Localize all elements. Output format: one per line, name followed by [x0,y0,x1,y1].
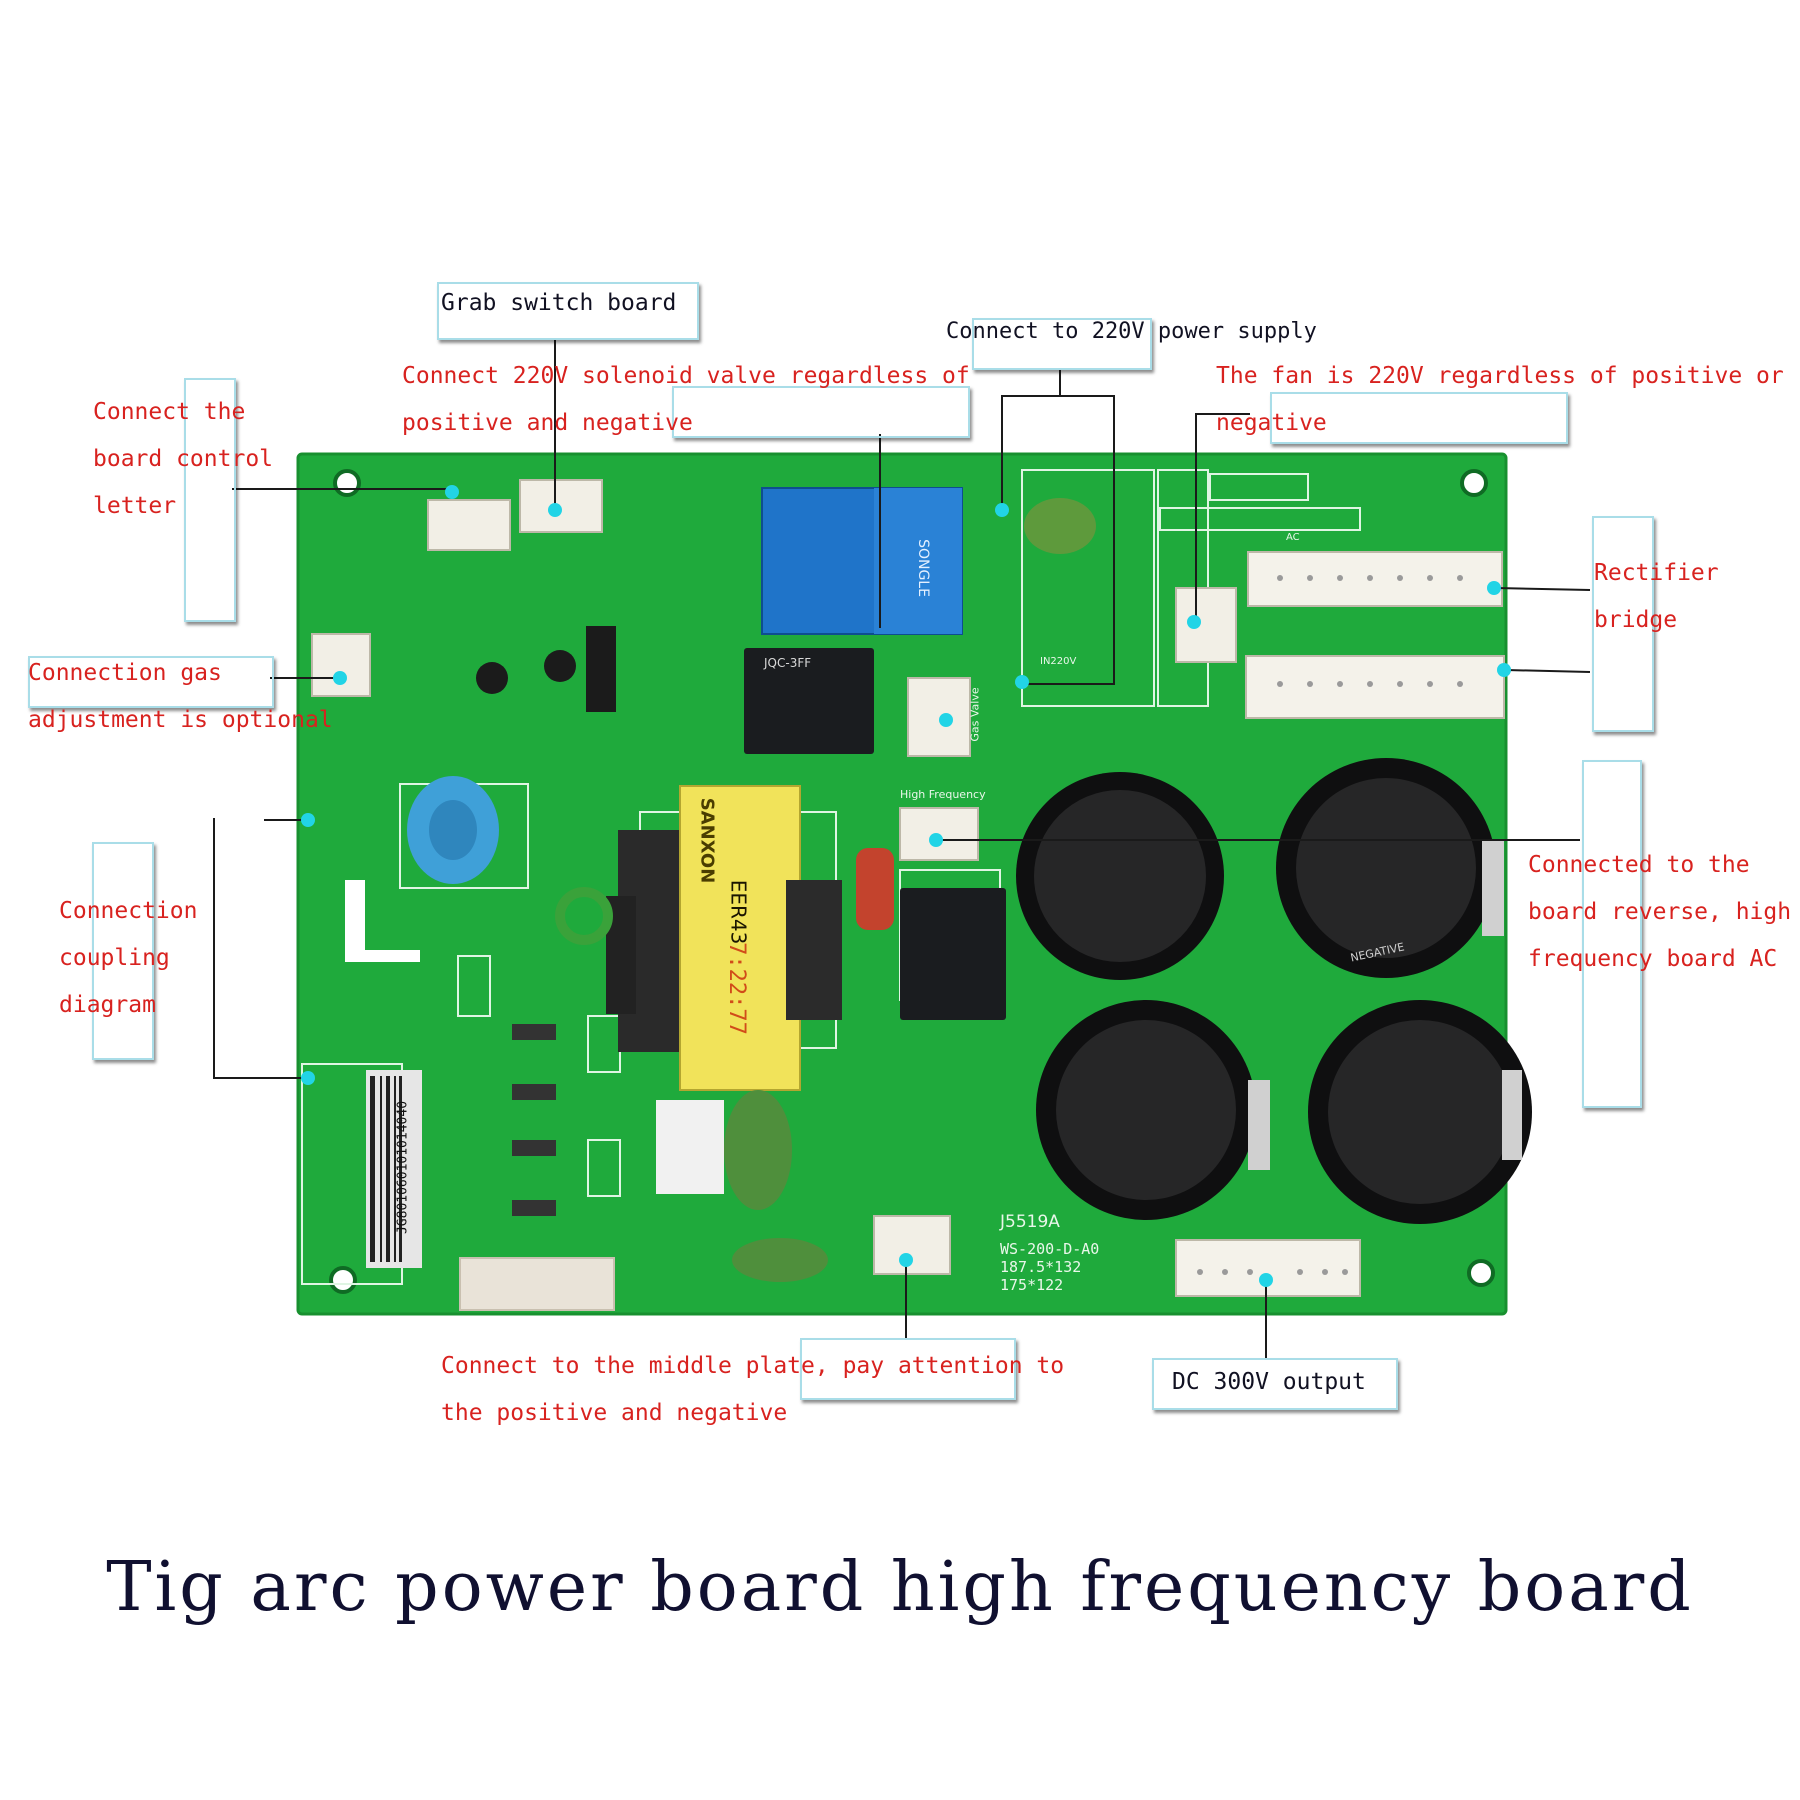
dot-middle [899,1253,913,1267]
board-model-text: J5519A [1000,1212,1060,1232]
callout-box-board-control [184,378,236,622]
callout-box-fan [1270,392,1568,444]
label-gas-line2: adjustment is optional [28,707,333,733]
label-rectifier-line2: bridge [1594,607,1678,633]
dot-dc-output [1259,1273,1273,1287]
label-fan-line2: negative [1216,410,1327,436]
dot-high-freq [929,833,943,847]
label-board-control-line2: board control [93,446,274,472]
transformer [606,785,842,1091]
board-spec-line2: 187.5*132 [1000,1258,1082,1276]
callout-box-gas [28,656,274,708]
label-power-supply: Connect to 220V power supply [946,319,1317,344]
connector-top-left [311,479,1237,1275]
label-solenoid-line1: Connect 220V solenoid valve regardless o… [402,363,970,389]
relay-k4 [744,648,874,754]
capacitors [1016,758,1532,1224]
dot-coupling-1 [301,813,315,827]
label-grab-switch: Grab switch board [441,290,677,316]
label-reverse-line1: Connected to the [1528,852,1750,878]
label-coupling-line1: Connection [59,898,198,924]
label-coupling-line3: diagram [59,992,156,1018]
callout-box-reverse [1582,760,1642,1108]
label-rectifier-line1: Rectifier [1594,560,1719,586]
label-coupling-line2: coupling [59,945,170,971]
relay-small-model: JQC-3FF [764,656,812,670]
label-board-control-line1: Connect the [93,399,246,425]
dot-grab-switch [548,503,562,517]
dot-solenoid [939,713,953,727]
label-middle-line2: the positive and negative [441,1400,788,1426]
callout-box-solenoid [672,386,970,438]
dot-power-2 [1015,675,1029,689]
high-frequency-label: High Frequency [900,788,986,801]
label-dc-output: DC 300V output [1172,1369,1366,1395]
dot-coupling-2 [301,1071,315,1085]
callout-box-power [972,318,1152,370]
label-solenoid-line2: positive and negative [402,410,693,436]
label-board-control-line3: letter [93,493,177,519]
board-spec-line1: WS-200-D-A0 [1000,1240,1100,1258]
callout-box-grab-switch [437,282,699,340]
dot-rect-2 [1497,663,1511,677]
label-reverse-line3: frequency board AC [1528,946,1778,972]
dot-power-1 [995,503,1009,517]
board-spec-line3: 175*122 [1000,1276,1064,1294]
callout-box-dc-output [1152,1358,1398,1410]
in220v-label: IN220V [1040,656,1077,667]
relay-k5 [900,888,1006,1020]
dot-rect-1 [1487,581,1501,595]
label-middle-line1: Connect to the middle plate, pay attenti… [441,1353,1065,1379]
dot-gas [333,671,347,685]
label-reverse-line2: board reverse, high [1528,899,1792,925]
dot-fan [1187,615,1201,629]
songle-relay [761,487,963,635]
callout-box-coupling [92,842,154,1060]
dot-board-control [445,485,459,499]
callout-box-middle [800,1338,1016,1400]
label-gas-line1: Connection gas [28,660,222,686]
ac-label: AC [1286,532,1300,543]
callout-box-rectifier [1592,516,1654,732]
label-fan-line1: The fan is 220V regardless of positive o… [1216,363,1784,389]
page-title: Tig arc power board high frequency board [106,1548,1694,1627]
